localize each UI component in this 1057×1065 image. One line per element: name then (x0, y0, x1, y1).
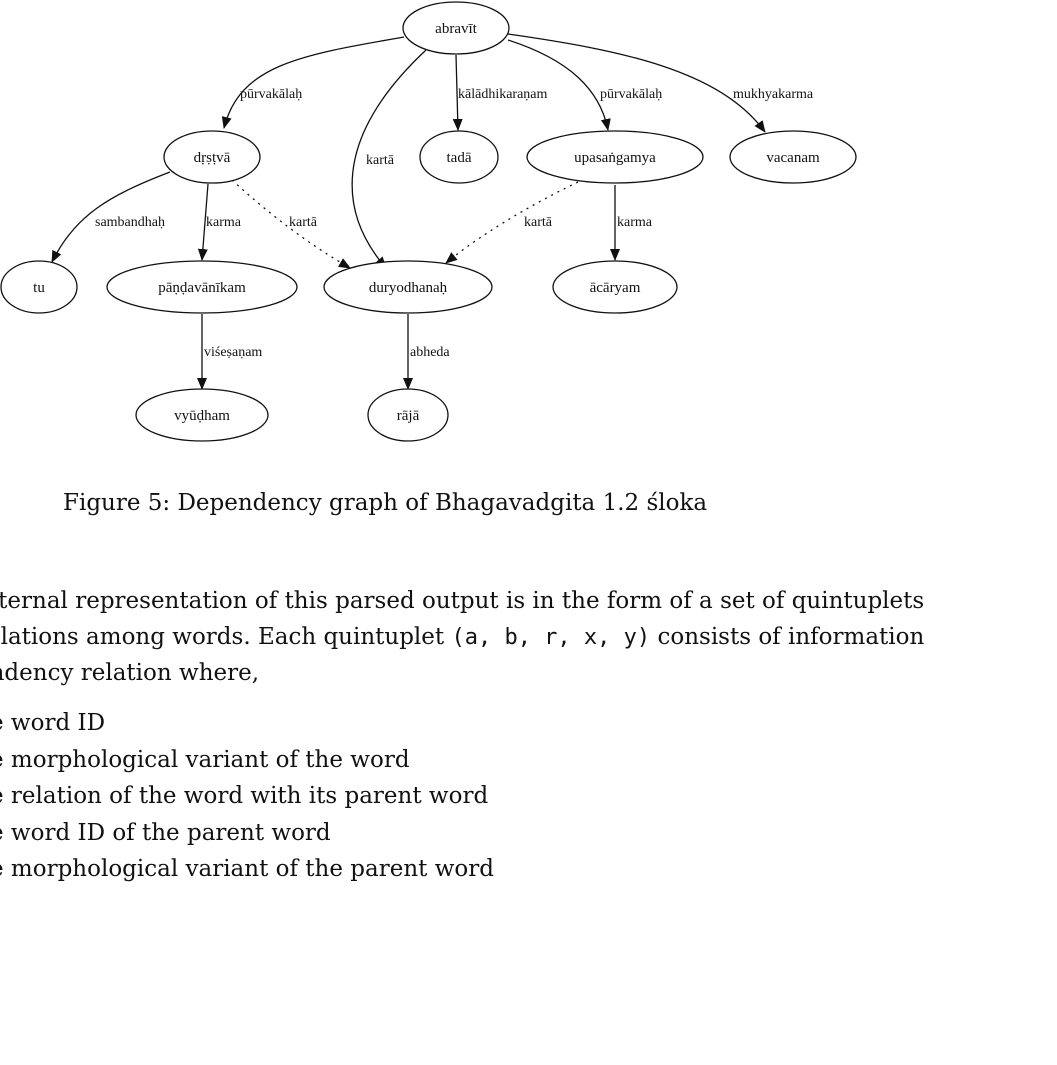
definition-item: e word ID of the parent word (0, 819, 331, 846)
graph-node: pāṇḍavānīkam (106, 260, 298, 314)
quintuplet-code: (a, b, r, x, y) (451, 625, 651, 650)
graph-node: dṛṣṭvā (163, 130, 261, 184)
node-label: duryodhanaḥ (369, 280, 448, 296)
graph-node: rājā (367, 388, 449, 442)
graph-edges (51, 33, 766, 390)
definition-list: e word ID e morphological variant of the… (0, 705, 494, 888)
graph-node: tadā (419, 130, 499, 184)
edge-abravit-vacanam (507, 33, 766, 133)
graph-nodes: abravīt dṛṣṭvā tadā upasaṅgamya vacanam … (0, 1, 857, 442)
paragraph-text: consists of information (657, 624, 925, 650)
edge-drstva-pandavanikam (197, 183, 209, 261)
graph-node: vacanam (729, 130, 857, 184)
node-label: vyūḍham (174, 408, 230, 424)
node-label: abravīt (435, 21, 477, 37)
edge-label: kartā (524, 215, 553, 230)
node-label: tu (33, 280, 45, 296)
edge-label: kālādhikaraṇam (458, 87, 548, 102)
definition-item: e morphological variant of the word (0, 746, 410, 773)
paragraph-text: relations among words. Each quintuplet (0, 624, 445, 650)
edge-label: viśeṣaṇam (204, 345, 262, 360)
graph-node: ācāryam (552, 260, 678, 314)
node-label: ācāryam (590, 280, 641, 296)
graph-node: abravīt (402, 1, 510, 55)
graph-node: upasaṅgamya (526, 130, 704, 184)
edge-label: kartā (289, 215, 318, 230)
edge-abravit-drstva (221, 36, 405, 129)
node-label: dṛṣṭvā (194, 150, 231, 166)
edge-label: karma (617, 215, 653, 230)
graph-node: duryodhanaḥ (323, 260, 493, 314)
edge-label: mukhyakarma (733, 87, 814, 102)
edge-label: karma (206, 215, 242, 230)
edge-label: pūrvakālaḥ (240, 87, 302, 102)
node-label: rājā (397, 408, 420, 424)
edge-upasangamya-duryodhanah (445, 181, 579, 264)
edge-abravit-tada (452, 54, 463, 131)
edge-abravit-upasangamya (507, 39, 611, 131)
edge-label: kartā (366, 153, 395, 168)
paragraph-line: endency relation where, (0, 660, 260, 686)
definition-item: e relation of the word with its parent w… (0, 783, 489, 809)
node-label: vacanam (766, 150, 820, 166)
edge-labels: pūrvakālaḥ kartā kālādhikaraṇam pūrvakāl… (95, 87, 814, 360)
figure-caption: Figure 5: Dependency graph of Bhagavadgi… (63, 490, 708, 516)
body-paragraph: internal representation of this parsed o… (0, 583, 1057, 691)
node-label: tadā (447, 150, 472, 166)
dependency-graph: pūrvakālaḥ kartā kālādhikaraṇam pūrvakāl… (0, 1, 857, 442)
edge-abravit-duryodhanah (351, 49, 427, 269)
edge-label: sambandhaḥ (95, 215, 165, 230)
edge-label: pūrvakālaḥ (600, 87, 662, 102)
paragraph-line: relations among words. Each quintuplet (… (0, 619, 1057, 655)
definition-item: e morphological variant of the parent wo… (0, 856, 494, 882)
node-label: upasaṅgamya (574, 150, 656, 166)
definition-item: e word ID (0, 710, 106, 736)
graph-node: vyūḍham (135, 388, 269, 442)
node-label: pāṇḍavānīkam (158, 280, 246, 296)
edge-label: abheda (410, 345, 450, 360)
paragraph-line: internal representation of this parsed o… (0, 588, 925, 614)
graph-node: tu (0, 260, 78, 314)
edge-drstva-tu (51, 171, 171, 263)
